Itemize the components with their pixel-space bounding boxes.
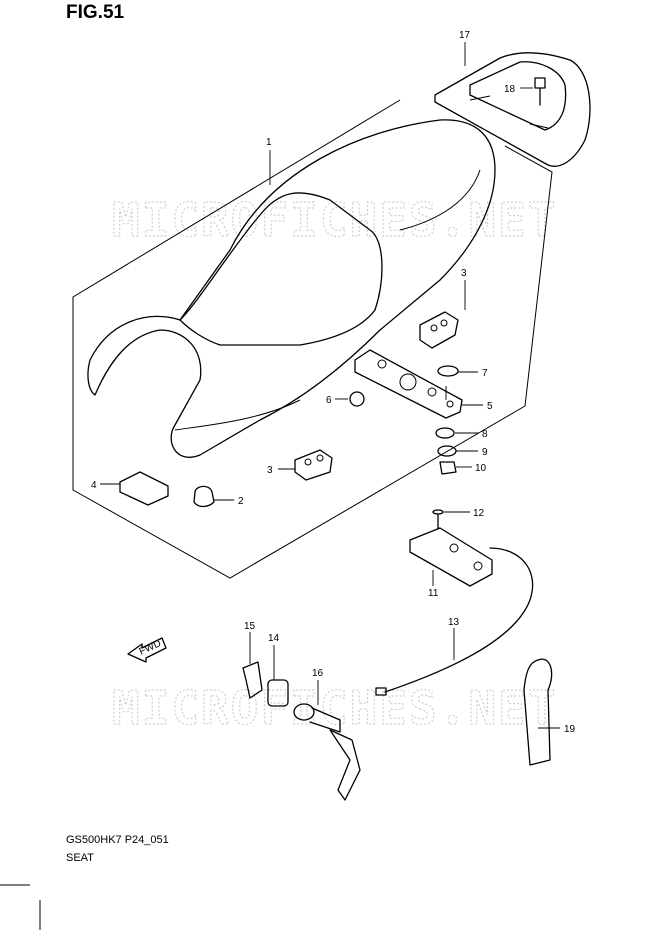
watermark-bottom: MICROFICHES.NET [112, 681, 557, 735]
nut-6 [349, 391, 365, 407]
callout-2: 2 [238, 496, 244, 507]
callout-18: 18 [504, 84, 516, 95]
assembly-frame [72, 99, 553, 579]
cable-end [375, 687, 387, 696]
grommet-2 [193, 485, 215, 508]
bracket-plate [354, 349, 463, 419]
callout-3-upper: 3 [461, 268, 467, 279]
callout-8: 8 [482, 429, 488, 440]
figure-name: SEAT [66, 852, 94, 864]
callout-5: 5 [487, 401, 493, 412]
seat-lock-cable [384, 547, 534, 693]
watermark-top: MICROFICHES.NET [112, 193, 557, 247]
nut-10 [439, 461, 457, 475]
callout-15: 15 [244, 621, 256, 632]
cushion-lower [294, 449, 333, 481]
callout-1: 1 [266, 137, 272, 148]
tie-19 [523, 658, 553, 766]
screw-12 [432, 509, 444, 529]
seat-assembly [87, 119, 496, 458]
callout-9: 9 [482, 447, 488, 458]
cushion-upper [419, 311, 459, 349]
figure-title: FIG.51 [66, 2, 125, 23]
callout-16: 16 [312, 668, 324, 679]
callout-13: 13 [448, 617, 460, 628]
callout-6: 6 [326, 395, 332, 406]
key-lock-set [293, 703, 361, 801]
bolt-18 [534, 77, 546, 106]
rear-carrier [434, 52, 591, 167]
callout-3-lower: 3 [267, 465, 273, 476]
washer-7 [437, 365, 459, 377]
callout-17: 17 [459, 30, 471, 41]
callout-4: 4 [91, 480, 97, 491]
clip-15 [242, 661, 263, 699]
callout-10: 10 [475, 463, 487, 474]
callout-19: 19 [564, 724, 576, 735]
callout-14: 14 [268, 633, 280, 644]
callout-11: 11 [428, 588, 439, 599]
fwd-label: FWD [138, 638, 163, 658]
callout-7: 7 [482, 368, 488, 379]
callout-12: 12 [473, 508, 485, 519]
fwd-arrow: FWD [127, 637, 167, 663]
washer-8 [435, 427, 455, 439]
seat-lock-base [409, 527, 493, 587]
cover-14 [267, 679, 289, 707]
figure-code: GS500HK7 P24_051 [66, 834, 169, 846]
plate-4 [119, 471, 169, 506]
